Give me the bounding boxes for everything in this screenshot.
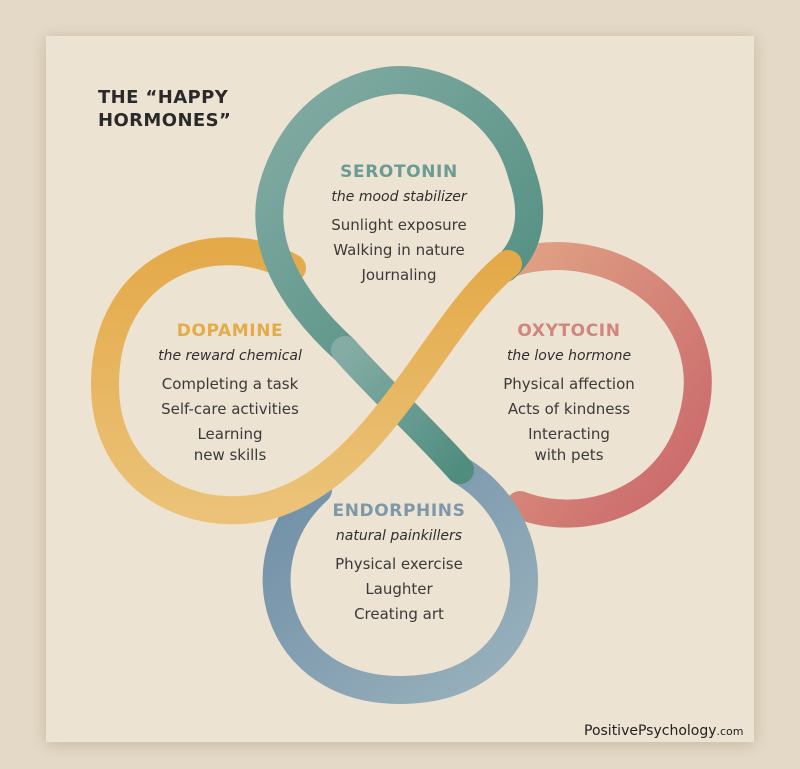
brand-logo: PositivePsychology.com: [584, 720, 744, 739]
activity-item: Interacting with pets: [449, 424, 689, 466]
brand-name: PositivePsychology: [584, 723, 717, 739]
serotonin-activities: Sunlight exposure Walking in nature Jour…: [279, 213, 519, 288]
endorphins-section: ENDORPHINS natural painkillers Physical …: [279, 500, 519, 627]
activity-item: Journaling: [361, 266, 437, 284]
oxytocin-title: OXYTOCIN: [517, 321, 621, 341]
activity-item: Laughter: [365, 580, 433, 598]
activity-item: Sunlight exposure: [331, 216, 467, 234]
activity-line: Learning: [197, 425, 263, 443]
activity-item: Physical exercise: [335, 555, 463, 573]
activity-line: with pets: [534, 446, 604, 464]
activity-item: Acts of kindness: [507, 400, 631, 418]
serotonin-section: SEROTONIN the mood stabilizer Sunlight e…: [279, 161, 519, 288]
dopamine-activities: Completing a task Self-care activities L…: [110, 372, 350, 466]
activity-line: new skills: [193, 446, 267, 464]
serotonin-loop: [255, 65, 544, 364]
endorphins-loop: [262, 456, 539, 705]
serotonin-tagline: the mood stabilizer: [331, 189, 467, 205]
activity-item: Physical affection: [503, 375, 635, 393]
activity-item: Completing a task: [161, 375, 299, 393]
title-line-1: THE “HAPPY: [98, 87, 229, 108]
dopamine-tagline: the reward chemical: [158, 348, 302, 364]
page-title: THE “HAPPY HORMONES”: [98, 86, 231, 132]
activity-item: Walking in nature: [333, 241, 465, 259]
activity-line: Interacting: [528, 425, 610, 443]
dopamine-loop: [90, 237, 306, 525]
activity-item: Learning new skills: [110, 424, 350, 466]
activity-item: Creating art: [354, 605, 444, 623]
oxytocin-activities: Physical affection Acts of kindness Inte…: [449, 372, 689, 466]
brand-domain: .com: [716, 725, 744, 738]
oxytocin-loop: [494, 242, 712, 528]
endorphins-tagline: natural painkillers: [335, 528, 463, 544]
endorphins-activities: Physical exercise Laughter Creating art: [279, 552, 519, 627]
title-line-2: HORMONES”: [98, 110, 232, 131]
oxytocin-tagline: the love hormone: [506, 348, 632, 364]
endorphins-title: ENDORPHINS: [332, 501, 466, 521]
figure-eight-arm-right: [271, 250, 522, 514]
dopamine-section: DOPAMINE the reward chemical Completing …: [110, 320, 350, 466]
serotonin-title: SEROTONIN: [340, 162, 458, 182]
oxytocin-section: OXYTOCIN the love hormone Physical affec…: [449, 320, 689, 466]
dopamine-title: DOPAMINE: [176, 321, 284, 341]
activity-item: Self-care activities: [161, 400, 299, 418]
